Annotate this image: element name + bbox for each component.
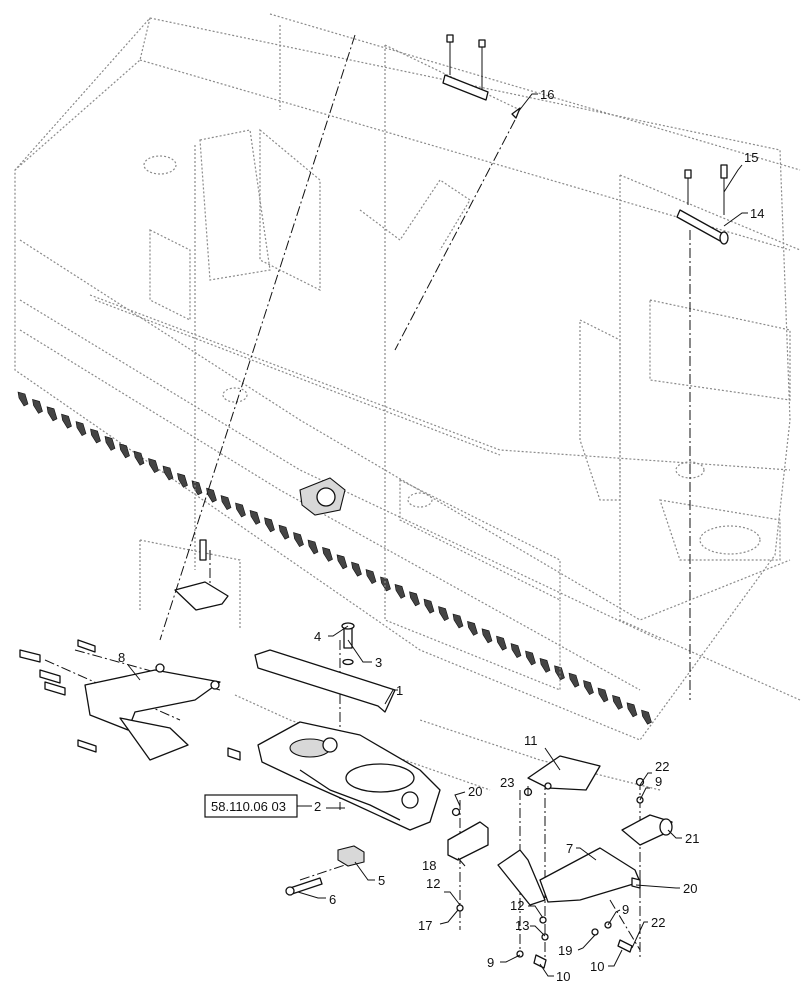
callout-2: 2 [314,799,321,814]
callout-21: 21 [685,831,699,846]
knife-guard [17,391,29,407]
callout-14: 14 [750,206,764,221]
knife-guard [612,694,623,710]
knife-guard [61,413,72,429]
callout-5: 5 [378,873,385,888]
knife-guard [133,450,145,466]
callout-11: 11 [524,733,538,748]
drive-hub [299,477,346,516]
pin-part-14 [676,164,729,245]
part-4-bolt [341,622,355,666]
knife-guard [90,428,101,444]
callout-4: 4 [314,629,321,644]
knife-guard [162,465,174,481]
knife-guard [235,502,246,518]
callout-3: 3 [375,655,382,670]
callout-22-bottom: 22 [651,915,665,930]
knife-guard [438,606,449,621]
pin-top-middle [442,34,489,101]
knife-guard [293,532,304,547]
knife-guard [380,576,391,592]
callout-12-right: 12 [510,898,524,913]
knife-guard [351,561,362,577]
leader-lines [127,93,748,977]
upper-bracket [174,539,229,611]
knife-guard [641,709,652,725]
callout-19: 19 [558,943,572,958]
callout-17: 17 [418,918,432,933]
knife-guard [365,569,377,584]
callout-6: 6 [329,892,336,907]
knife-guard [597,687,609,703]
reference-label[interactable]: 58.110.06 03 [211,799,286,814]
arrow-16 [511,107,521,119]
knife-guard [496,635,507,651]
callout-22-top: 22 [655,759,669,774]
part-21-hinge [621,814,673,846]
knife-guard [148,458,159,473]
knife-guard [539,657,551,673]
part-6-bolt [285,877,323,896]
part-5-block [337,845,365,867]
callout-9-mid: 9 [622,902,629,917]
knife-guard [394,583,406,599]
callout-13: 13 [515,918,529,933]
knife-guard [191,480,203,496]
reference-box[interactable]: 58.110.06 03 [204,794,312,818]
callout-20-right: 20 [683,881,697,896]
callout-7: 7 [566,841,573,856]
part-11-shield [527,755,601,791]
left-bolts [19,639,241,761]
knife-guard [220,495,232,510]
part-2-gearbox [257,721,441,831]
knife-guards [17,391,652,725]
knife-guard [467,620,478,636]
knife-guard [249,509,261,525]
knife-guard [583,680,594,695]
callout-16: 16 [540,87,554,102]
knife-guard [336,554,348,570]
callout-18: 18 [422,858,436,873]
knife-guard [177,472,188,488]
knife-guard [626,702,638,718]
part-1-plate [254,649,396,713]
knife-guard [278,524,290,540]
knife-guard [525,650,536,666]
knife-guard [206,487,217,503]
part-8-bracket [84,663,221,761]
callout-labels: 1 2 3 4 5 6 7 8 9 9 9 10 10 11 12 12 13 … [118,87,764,984]
callout-9-bottom: 9 [487,955,494,970]
assembly-outlines [139,44,801,791]
knife-guard [264,517,275,533]
knife-guard [452,613,464,629]
knife-guard [119,443,130,459]
knife-guard [307,539,319,555]
header-frame [14,13,801,741]
callout-15: 15 [744,150,758,165]
knife-guard [75,421,87,436]
callout-1: 1 [396,683,403,698]
part-18-bracket [447,821,489,861]
callout-9-top: 9 [655,774,662,789]
callout-10-left: 10 [556,969,570,984]
callout-23: 23 [500,775,514,790]
part-7-guide [497,847,641,906]
knife-guard [46,406,58,422]
centerlines [44,34,691,960]
knife-guard [32,398,43,414]
knife-guard [423,598,435,614]
knife-guard [322,546,333,562]
knife-guard [568,672,580,688]
callout-12-left: 12 [426,876,440,891]
knife-guard [104,435,116,451]
knife-guard [481,628,493,644]
callout-20-left: 20 [468,784,482,799]
knife-guard [510,643,522,658]
knife-guard [409,591,420,607]
callout-8: 8 [118,650,125,665]
callout-10-right: 10 [590,959,604,974]
